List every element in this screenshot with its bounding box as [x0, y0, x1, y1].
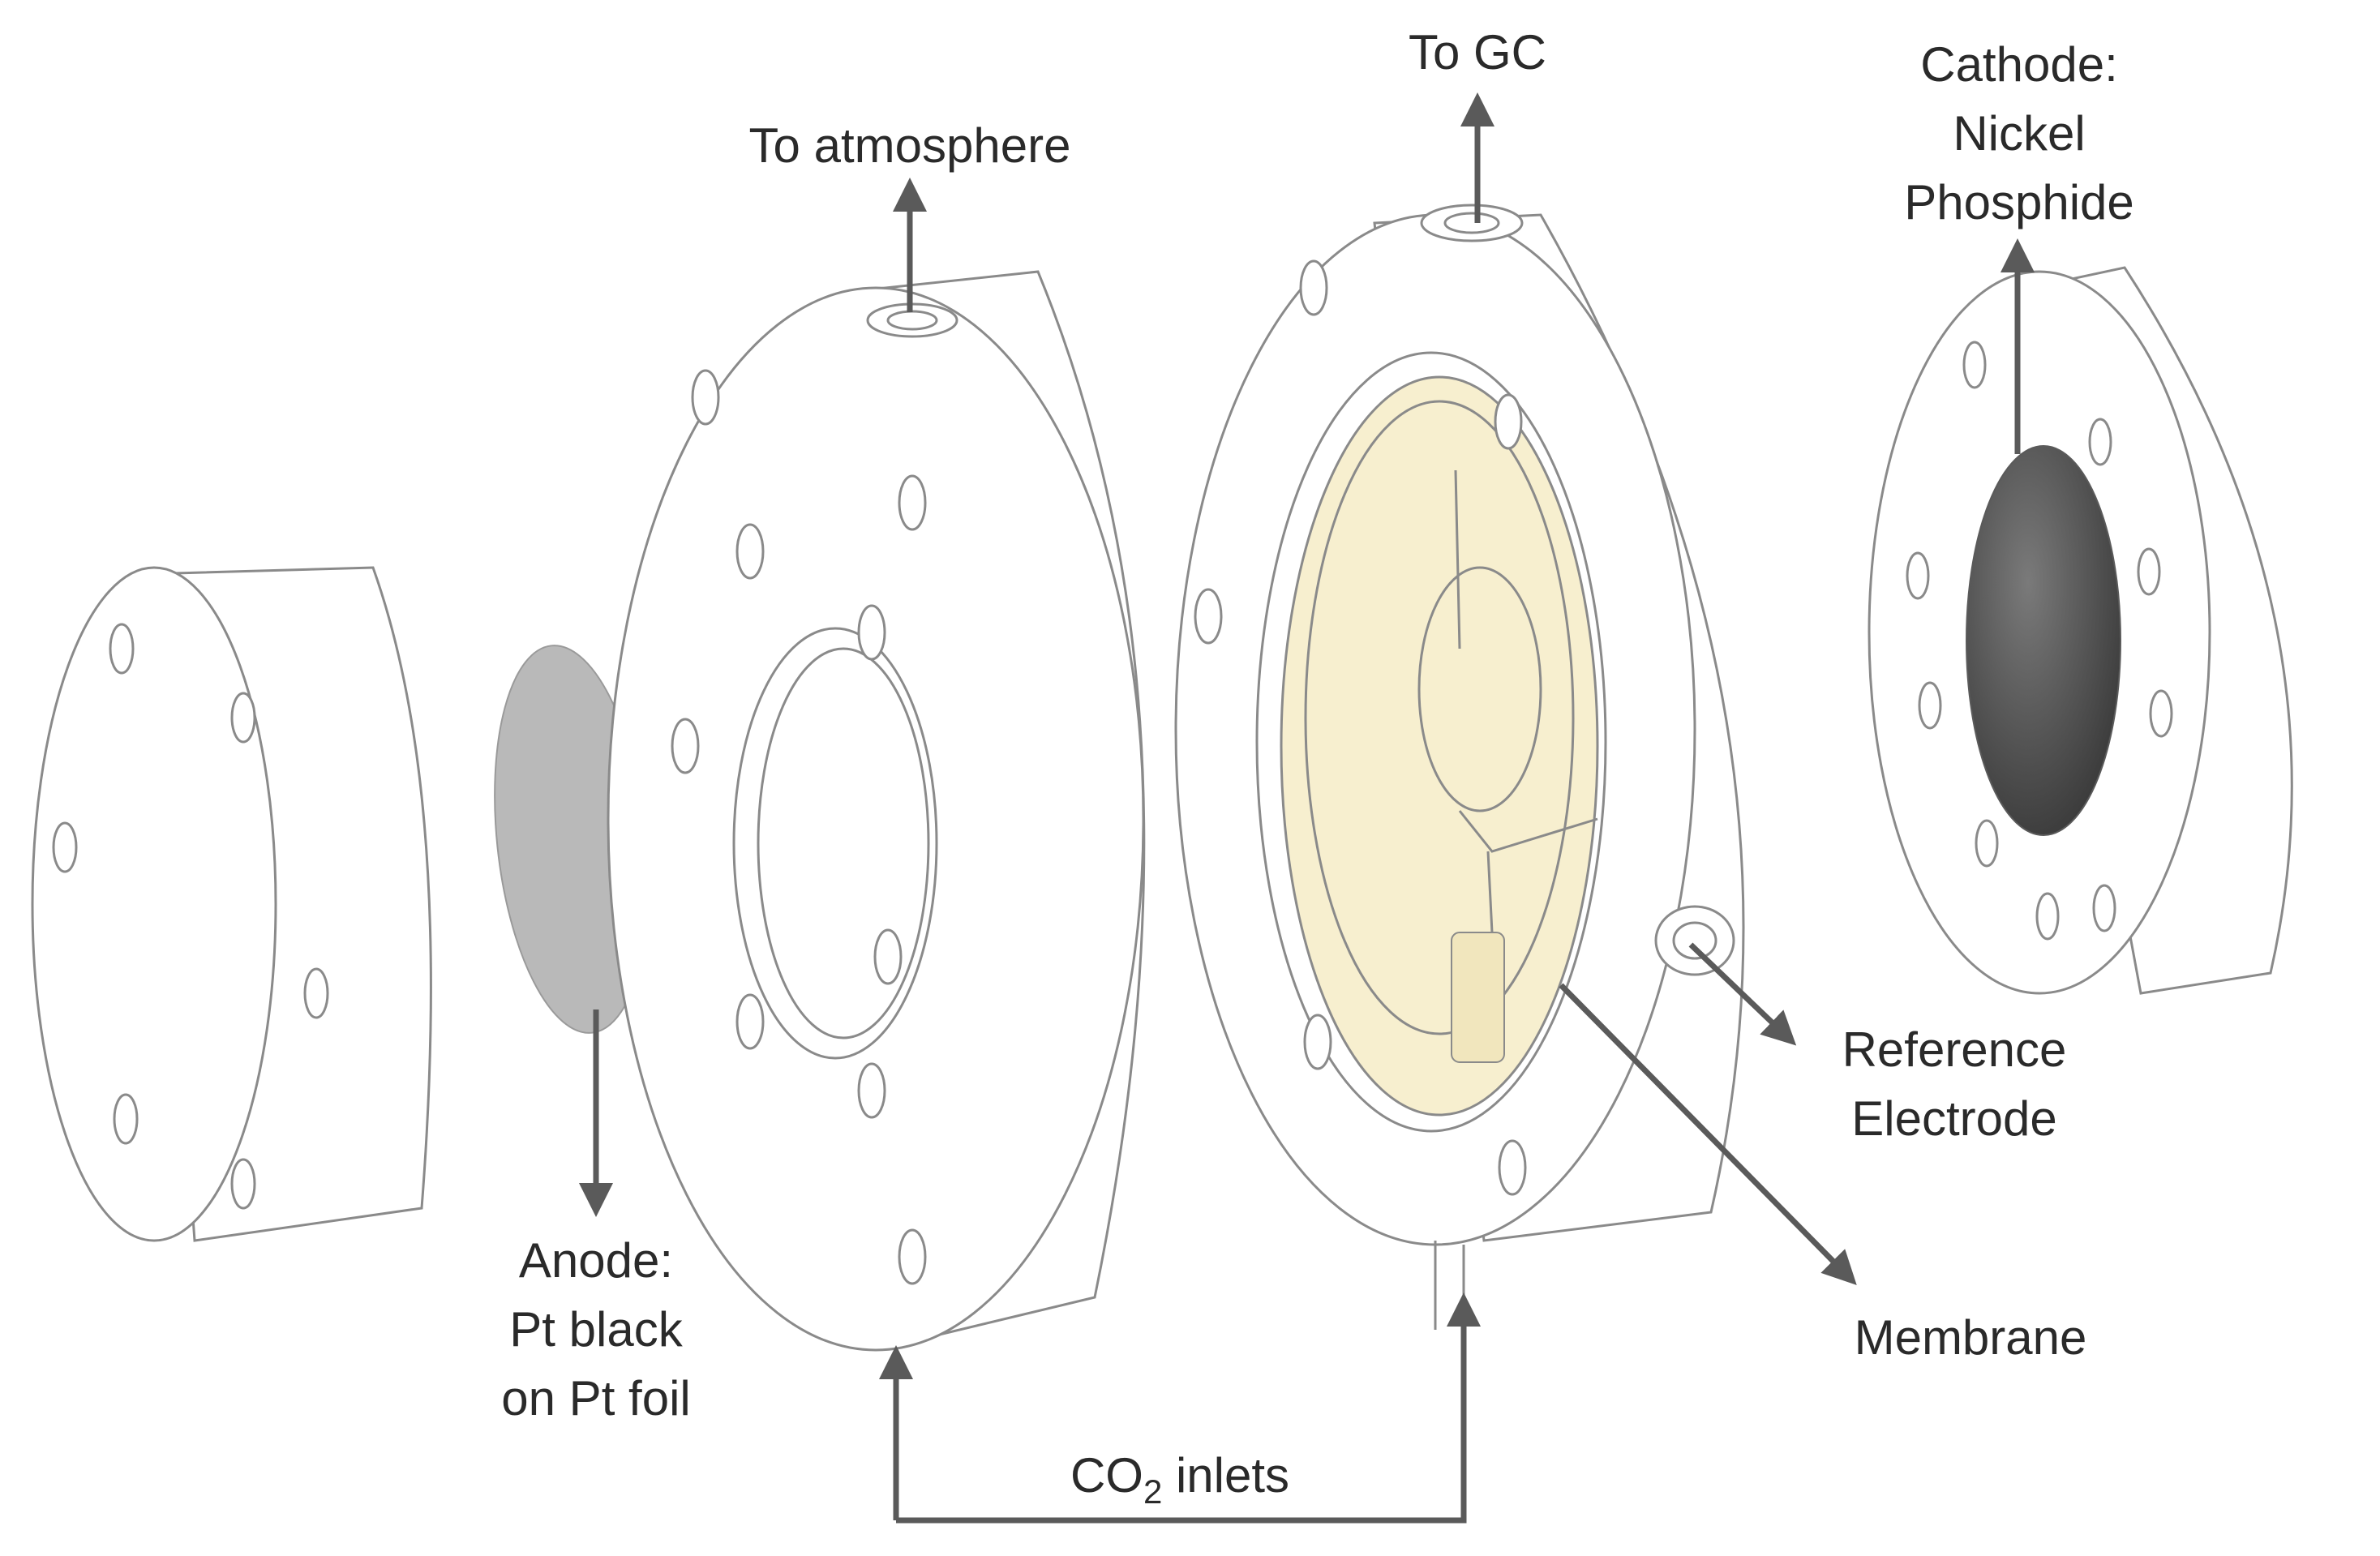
bolt-hole — [857, 604, 886, 661]
bolt-hole — [898, 1228, 927, 1285]
label-cathode-line-3: Phosphide — [1904, 175, 2134, 229]
label-anode-line-3: on Pt foil — [501, 1371, 690, 1425]
bolt-hole — [230, 692, 256, 744]
bolt-hole — [2149, 689, 2173, 738]
bolt-hole — [1918, 681, 1942, 730]
anode-body — [607, 270, 1146, 1352]
label-reference-line-1: Reference — [1842, 1022, 2067, 1077]
co2-prefix: CO — [1070, 1448, 1143, 1502]
label-anode-line-2: Pt black — [509, 1302, 683, 1357]
bolt-hole — [113, 1093, 139, 1145]
bolt-hole — [1498, 1139, 1527, 1196]
left-end-plate — [31, 566, 432, 1242]
arrow-reference — [1688, 942, 1797, 1046]
bolt-hole — [2137, 547, 2161, 596]
label-anode-line-1: Anode: — [519, 1233, 673, 1288]
label-to-atmosphere: To atmosphere — [749, 118, 1071, 173]
bolt-hole — [1975, 819, 1999, 868]
bolt-hole — [2035, 892, 2060, 941]
bolt-hole — [671, 718, 700, 774]
bolt-hole — [691, 369, 720, 426]
arrows — [579, 92, 2035, 1524]
bolt-hole — [109, 623, 135, 675]
bolt-hole — [52, 821, 78, 873]
bolt-hole — [303, 967, 329, 1019]
bolt-hole — [898, 474, 927, 531]
bolt-hole — [1299, 259, 1328, 316]
right-end-plate — [1868, 266, 2293, 995]
bolt-hole — [2092, 884, 2116, 932]
arrow-co2-inlet-right — [896, 1292, 1481, 1524]
bolt-hole — [1194, 588, 1223, 645]
label-cathode-line-1: Cathode: — [1920, 37, 2118, 92]
label-reference-line-2: Electrode — [1851, 1091, 2056, 1146]
label-co2-inlets: CO2 inlets — [1070, 1448, 1289, 1511]
bolt-hole — [873, 928, 903, 985]
bolt-hole — [1906, 551, 1930, 600]
bolt-hole — [1303, 1014, 1332, 1070]
bolt-hole — [1962, 341, 1987, 389]
reference-electrode-insert — [1451, 932, 1505, 1063]
label-to-gc: To GC — [1409, 25, 1546, 79]
co2-suffix: inlets — [1162, 1448, 1289, 1502]
bolt-hole — [2088, 418, 2112, 466]
cathode-body — [1174, 204, 1745, 1330]
label-cathode-line-2: Nickel — [1953, 106, 2085, 161]
label-membrane: Membrane — [1855, 1310, 2087, 1365]
bolt-hole — [857, 1062, 886, 1119]
cathode-disk — [1966, 445, 2121, 836]
co2-subscript: 2 — [1143, 1472, 1162, 1511]
arrow-membrane — [1559, 983, 1857, 1285]
membrane-area — [1280, 375, 1599, 1117]
bolt-hole — [1494, 393, 1523, 450]
bolt-hole — [735, 993, 765, 1050]
bolt-hole — [230, 1158, 256, 1210]
bolt-hole — [735, 523, 765, 580]
